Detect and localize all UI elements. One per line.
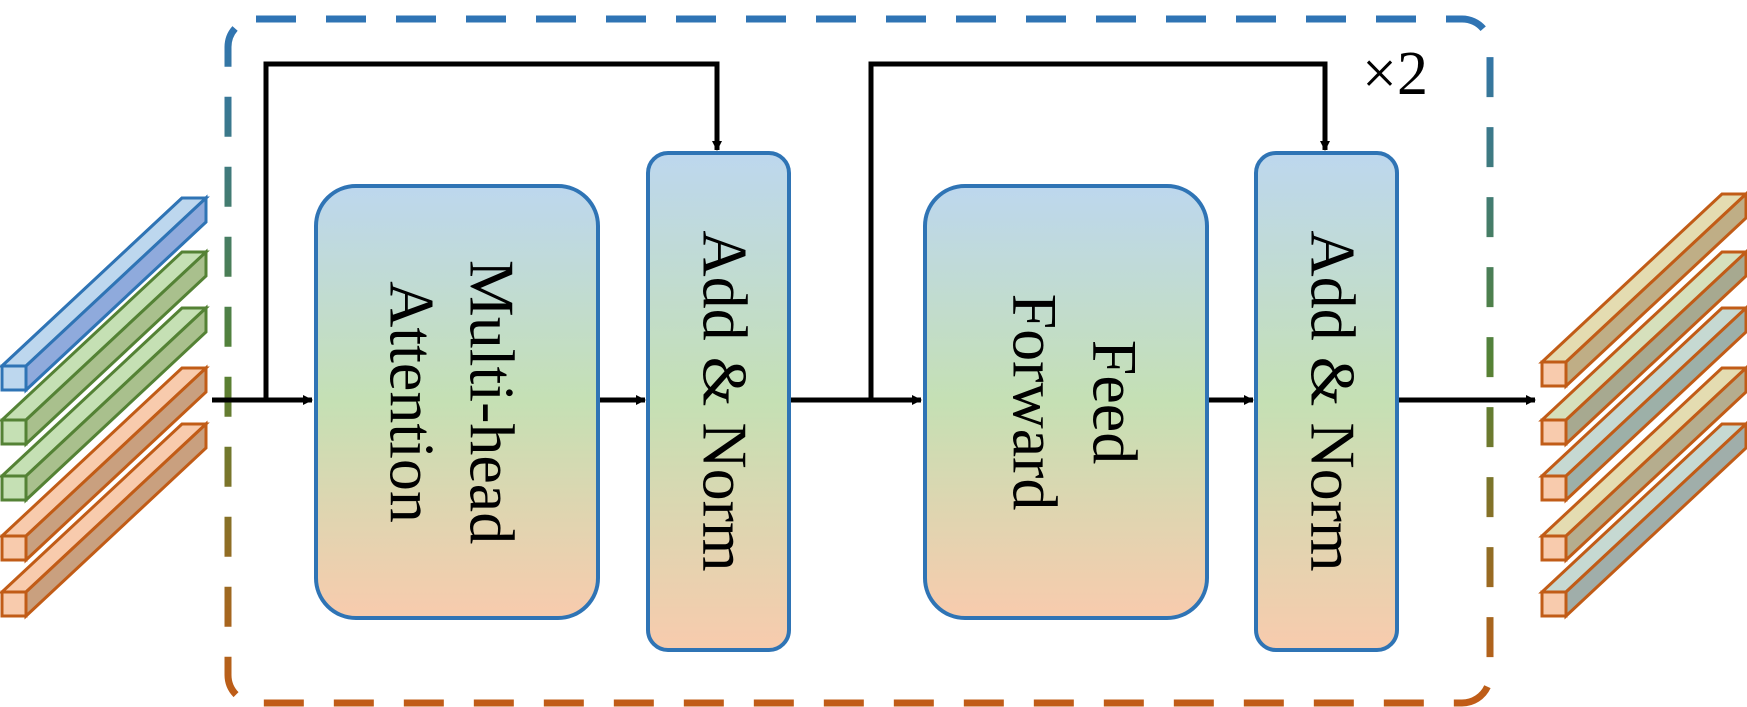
input-token-4 (0, 364, 210, 564)
output-token-3 (1538, 305, 1747, 504)
attention-label-line1: Multi-head (456, 260, 527, 544)
feed-forward-label-line1: Feed (1079, 340, 1150, 464)
attention-label-line2: Attention (376, 281, 447, 523)
add-norm-1-label: Add & Norm (689, 230, 760, 571)
flow-arrows (212, 61, 1536, 405)
feed-forward-label-line2: Forward (999, 294, 1070, 511)
input-token-3 (0, 304, 210, 504)
repeat-label: ×2 (1362, 40, 1428, 108)
output-token-2 (1538, 249, 1747, 448)
add-norm-2-label: Add & Norm (1297, 230, 1368, 571)
input-token-5 (0, 420, 210, 620)
output-token-stack (1538, 191, 1747, 620)
feed-forward-block: Feed Forward (923, 184, 1209, 620)
input-token-2 (0, 248, 210, 448)
repeat-container (224, 15, 1494, 707)
attention-block: Multi-head Attention (314, 184, 600, 620)
add-norm-block-1: Add & Norm (646, 151, 791, 652)
residual-1 (263, 61, 722, 400)
output-token-1 (1538, 191, 1747, 390)
input-token-top (0, 194, 210, 394)
output-token-5 (1538, 421, 1747, 620)
add-norm-block-2: Add & Norm (1254, 151, 1399, 652)
input-token-stack (0, 194, 210, 620)
residual-2 (868, 61, 1330, 400)
output-token-4 (1538, 365, 1747, 564)
